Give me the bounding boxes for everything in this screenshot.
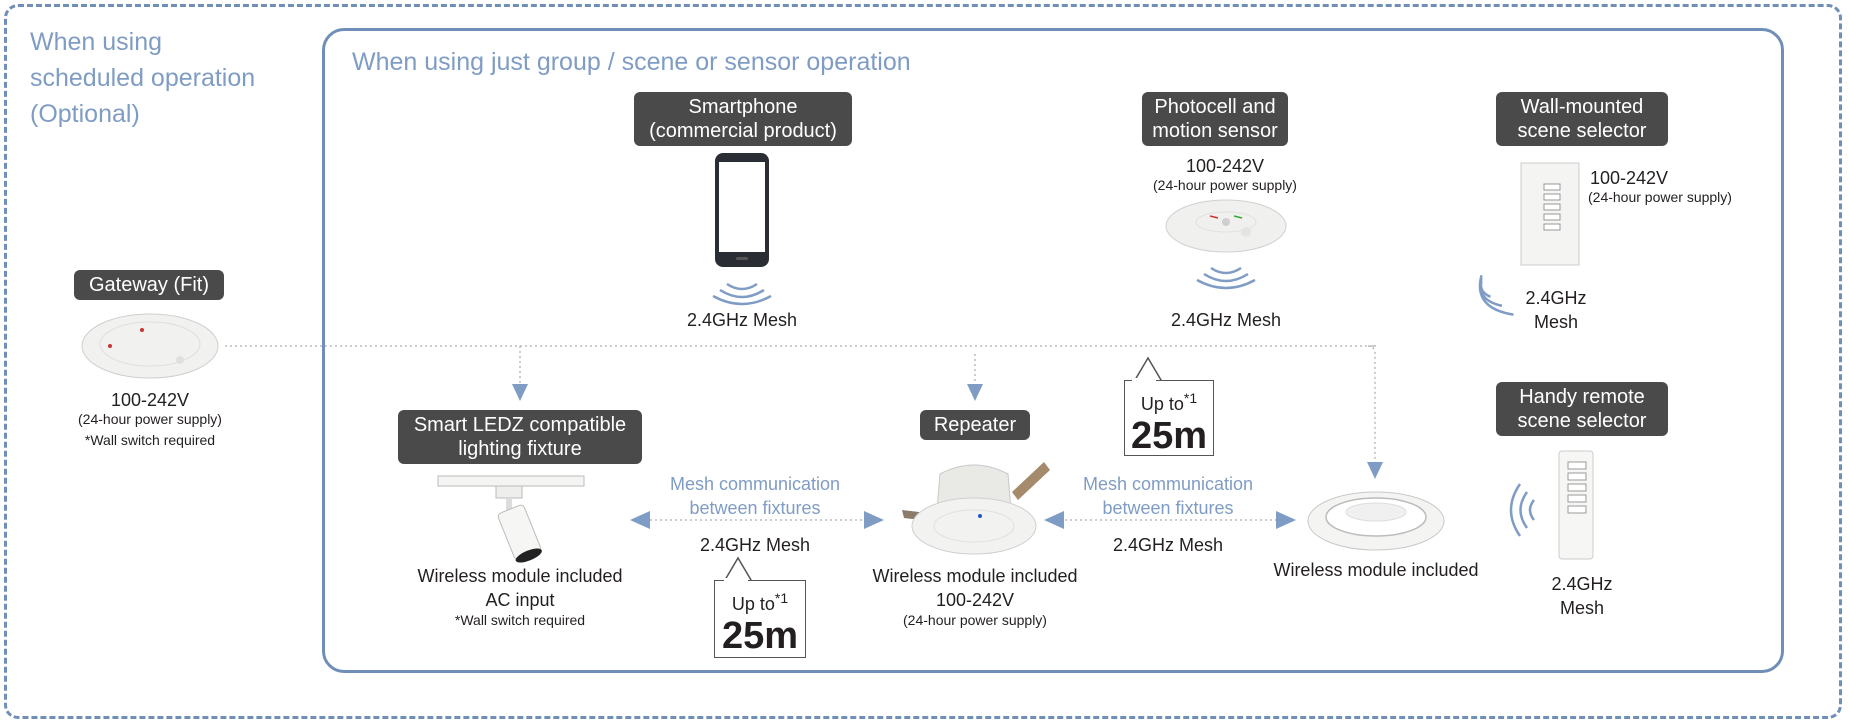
handy-remote-mesh: 2.4GHz Mesh: [1551, 574, 1613, 618]
arrow-left-mesh-1: [630, 511, 650, 529]
wall-selector-voltage: 100-242V: [1590, 168, 1669, 188]
gateway-device-icon: [81, 313, 219, 379]
wall-selector-tag: Wall-mounted scene selector: [1496, 92, 1668, 146]
mesh-link-label-2: Mesh communication between fixtures: [1082, 474, 1254, 518]
handy-remote-icon: [1558, 450, 1594, 560]
gateway-power: (24-hour power supply): [78, 411, 222, 427]
repeater-device-icon: [902, 462, 1050, 555]
smartphone-signal-icon: [712, 282, 772, 306]
wall-selector-signal-icon: [1478, 275, 1514, 316]
wall-selector-power: (24-hour power supply): [1588, 189, 1732, 205]
inner-group-frame: [322, 28, 1784, 673]
gateway-voltage: 100-242V: [110, 390, 190, 410]
arrow-right-mesh-1: [864, 511, 884, 529]
smartphone-mesh: 2.4GHz Mesh: [686, 310, 798, 330]
outer-dashed-frame: [4, 4, 1842, 719]
arrow-down-downlight: [1367, 462, 1383, 479]
sensor-tag: Photocell and motion sensor: [1142, 92, 1288, 146]
gateway-note: *Wall switch required: [84, 432, 216, 448]
mesh-link-freq-2: 2.4GHz Mesh: [1112, 535, 1224, 555]
range-callout-lower: Up to*1 25m: [714, 580, 806, 658]
scheduled-operation-title: When using scheduled operation (Optional…: [30, 28, 256, 128]
arrow-left-mesh-2: [1044, 511, 1064, 529]
handy-remote-tag: Handy remote scene selector: [1496, 382, 1668, 436]
arrow-down-repeater: [967, 384, 983, 401]
downlight-icon: [1307, 491, 1445, 551]
mesh-link-freq-1: 2.4GHz Mesh: [699, 535, 811, 555]
fixture-module: Wireless module included: [417, 566, 623, 586]
mesh-link-label-1: Mesh communication between fixtures: [669, 474, 841, 518]
lighting-fixture-icon: [437, 475, 585, 563]
fixture-tag: Smart LEDZ compatible lighting fixture: [398, 410, 642, 464]
group-operation-title: When using just group / scene or sensor …: [352, 48, 911, 76]
sensor-voltage: 100-242V: [1185, 156, 1265, 176]
sensor-device-icon: [1165, 199, 1287, 253]
range-callout-upper: Up to*1 25m: [1124, 380, 1214, 457]
fixture-input: AC input: [485, 590, 555, 610]
smartphone-tag: Smartphone (commercial product): [634, 92, 852, 146]
arrow-right-mesh-2: [1276, 511, 1296, 529]
smartphone-icon: [715, 153, 769, 267]
repeater-module: Wireless module included: [872, 566, 1078, 586]
gateway-tag: Gateway (Fit): [74, 270, 224, 300]
repeater-tag: Repeater: [920, 410, 1030, 440]
wall-selector-icon: [1520, 162, 1580, 266]
sensor-signal-icon: [1196, 266, 1256, 290]
sensor-mesh: 2.4GHz Mesh: [1170, 310, 1282, 330]
handy-remote-signal-icon: [1509, 483, 1536, 537]
wall-selector-mesh: 2.4GHz Mesh: [1525, 288, 1587, 332]
arrow-down-fixture: [512, 384, 528, 401]
sensor-power: (24-hour power supply): [1153, 177, 1297, 193]
repeater-power: (24-hour power supply): [903, 612, 1047, 628]
fixture-note: *Wall switch required: [454, 612, 586, 628]
repeater-voltage: 100-242V: [935, 590, 1015, 610]
downlight-module: Wireless module included: [1273, 560, 1479, 580]
